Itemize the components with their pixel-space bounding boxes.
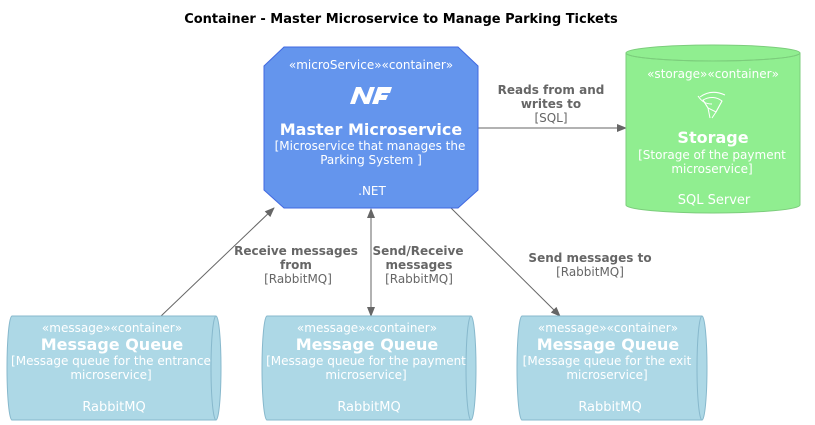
relation-label-line1: Receive messages bbox=[234, 244, 358, 258]
master-stereotype: «microService»«container» bbox=[289, 58, 453, 72]
message-queue-entrance-node: «message»«container» Message Queue [Mess… bbox=[6, 315, 222, 421]
relation-label-tech: [SQL] bbox=[534, 111, 567, 125]
queue-description-line1: [Message queue for the entrance bbox=[11, 354, 211, 368]
relation-label-storage: Reads from and writes to [SQL] bbox=[498, 83, 605, 125]
queue-stereotype: «message»«container» bbox=[538, 321, 678, 335]
message-queue-exit-node: «message»«container» Message Queue [Mess… bbox=[516, 315, 708, 421]
relation-label-queue3: Send messages to [RabbitMQ] bbox=[528, 251, 651, 279]
sql-server-icon bbox=[697, 91, 726, 119]
storage-description-line1: [Storage of the payment bbox=[638, 148, 786, 162]
relation-label-tech: [RabbitMQ] bbox=[264, 272, 332, 286]
relation-label-queue2: Send/Receive messages [RabbitMQ] bbox=[372, 244, 463, 286]
queue-description-line2: microservice] bbox=[70, 368, 151, 382]
master-name: Master Microservice bbox=[280, 120, 463, 139]
master-description-line1: [Microservice that manages the bbox=[275, 139, 466, 153]
storage-technology: SQL Server bbox=[678, 193, 751, 208]
queue-technology: RabbitMQ bbox=[337, 400, 400, 415]
master-node-shape bbox=[263, 46, 479, 209]
queue-technology: RabbitMQ bbox=[578, 400, 641, 415]
master-microservice-node: «microService»«container» Master Microse… bbox=[263, 46, 479, 209]
relation-label-queue1: Receive messages from [RabbitMQ] bbox=[234, 244, 358, 286]
queue-technology: RabbitMQ bbox=[82, 400, 145, 415]
queue-stereotype: «message»«container» bbox=[297, 321, 437, 335]
queue-name: Message Queue bbox=[537, 335, 680, 354]
relation-label-line1: Reads from and bbox=[498, 83, 605, 97]
relation-label-line2: from bbox=[280, 258, 312, 272]
queue-description-line2: microservice] bbox=[325, 368, 406, 382]
storage-description-line2: microservice] bbox=[671, 162, 752, 176]
relation-label-line1: Send messages to bbox=[528, 251, 651, 265]
diagram-title: Container - Master Microservice to Manag… bbox=[184, 12, 618, 27]
queue-description-line1: [Message queue for the exit bbox=[523, 354, 692, 368]
relation-label-line1: Send/Receive bbox=[372, 244, 463, 258]
queue-description-line2: microservice] bbox=[566, 368, 647, 382]
relation-queue1-to-master bbox=[159, 207, 275, 318]
storage-node: «storage»«container» Storage [Storage of… bbox=[625, 44, 801, 214]
master-technology: .NET bbox=[358, 184, 386, 198]
relation-master-to-queue3 bbox=[450, 207, 561, 317]
queue-name: Message Queue bbox=[296, 335, 439, 354]
master-description-line2: Parking System ] bbox=[320, 153, 422, 167]
storage-body-shape bbox=[625, 52, 801, 214]
queue-description-line1: [Message queue for the payment bbox=[266, 354, 466, 368]
relation-label-line2: messages bbox=[386, 258, 453, 272]
storage-name: Storage bbox=[677, 128, 748, 147]
message-queue-payment-node: «message»«container» Message Queue [Mess… bbox=[261, 315, 477, 421]
relation-label-tech: [RabbitMQ] bbox=[556, 265, 624, 279]
storage-stereotype: «storage»«container» bbox=[647, 67, 779, 81]
relation-label-line2: writes to bbox=[521, 97, 581, 111]
queue-stereotype: «message»«container» bbox=[42, 321, 182, 335]
queue-name: Message Queue bbox=[41, 335, 184, 354]
relation-label-tech: [RabbitMQ] bbox=[385, 272, 453, 286]
dotnet-logo-icon bbox=[350, 87, 392, 104]
